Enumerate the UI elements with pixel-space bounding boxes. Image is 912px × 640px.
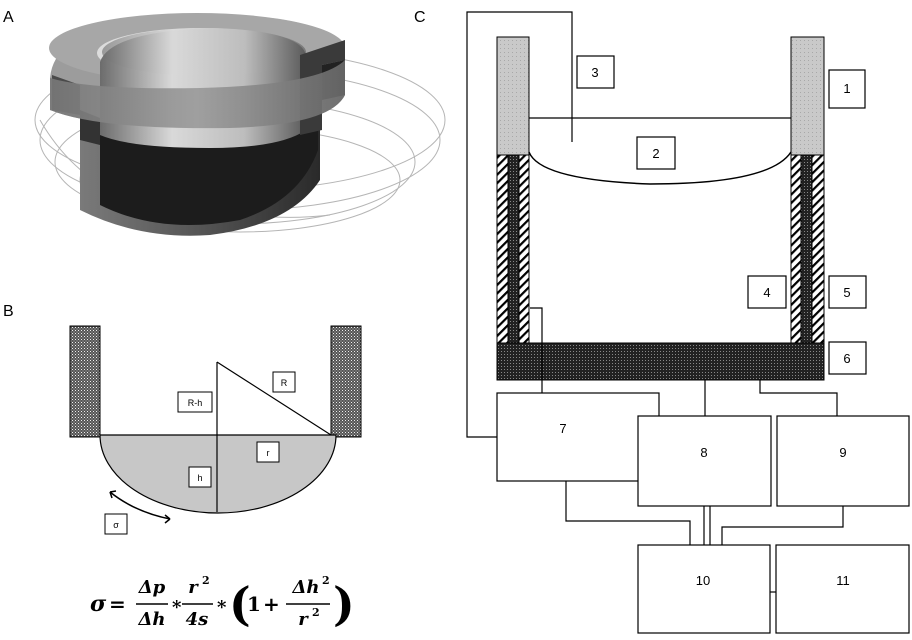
left-inner-electrode: [507, 154, 520, 344]
box-7: [496, 392, 660, 482]
callout-2: 2: [652, 146, 659, 161]
formula-f2-num-exp: 2: [202, 574, 210, 587]
box-11: [775, 544, 910, 634]
sigma-arrow: [109, 491, 171, 520]
formula-lhs: σ: [90, 591, 107, 617]
droplet-geometry-diagram: R-h R r h σ: [69, 325, 362, 535]
callout-1: 1: [843, 81, 850, 96]
label-big-r: R: [281, 378, 288, 388]
panel-a-label: A: [3, 9, 14, 26]
left-outer-electrode: [496, 154, 509, 344]
formula-times-1: *: [172, 597, 182, 618]
formula-f2-num: r: [188, 577, 199, 598]
formula-lparen: (: [229, 577, 251, 631]
formula-equals: =: [109, 592, 126, 616]
radius-line: [216, 361, 332, 436]
box-8: [637, 415, 772, 507]
base-plate: [496, 342, 825, 381]
formula-f3-num: Δh: [291, 577, 319, 598]
callout-3: 3: [591, 65, 598, 80]
callout-6: 6: [843, 351, 850, 366]
left-wall: [69, 325, 101, 438]
label-sigma: σ: [113, 520, 119, 530]
box-8-label: 8: [700, 445, 707, 460]
right-inner-electrode: [790, 154, 802, 344]
right-outer-electrode: [811, 154, 825, 344]
meniscus-cap: [99, 434, 337, 514]
box-10: [637, 544, 771, 634]
formula-f3-num-exp: 2: [322, 574, 330, 587]
formula-f3-den: r: [298, 609, 309, 630]
top-block-left: [496, 36, 530, 156]
formula-f3-den-exp: 2: [312, 606, 320, 619]
formula-f2-den: 4s: [186, 609, 209, 630]
formula-times-2: *: [217, 597, 227, 618]
right-wall: [330, 325, 362, 438]
label-r-minus-h: R-h: [188, 398, 203, 408]
box-7-label: 7: [559, 421, 566, 436]
tension-formula: σ = Δp Δh * r 2 4s * ( 1 + Δh 2 r 2 ): [90, 574, 355, 631]
box-9: [776, 415, 910, 507]
formula-rparen: ): [333, 577, 355, 631]
callout-5: 5: [843, 285, 850, 300]
apparatus-schematic: 7 8 9 10 11 1 2 3 4 5 6: [466, 11, 910, 634]
formula-plus: +: [263, 592, 280, 616]
cutaway-3d-cell: [34, 13, 446, 236]
meniscus-curve: [528, 151, 792, 185]
formula-f1-den: Δh: [137, 609, 165, 630]
box-11-label: 11: [836, 573, 850, 588]
callout-4: 4: [763, 285, 770, 300]
formula-one: 1: [247, 592, 261, 616]
panel-b-label: B: [3, 303, 14, 320]
formula-f1-num: Δp: [138, 577, 166, 598]
box-9-label: 9: [839, 445, 846, 460]
top-block-right: [790, 36, 825, 156]
box-10-label: 10: [696, 573, 710, 588]
panel-c-label: C: [414, 9, 426, 26]
label-small-r: r: [267, 448, 270, 458]
label-h: h: [197, 473, 202, 483]
